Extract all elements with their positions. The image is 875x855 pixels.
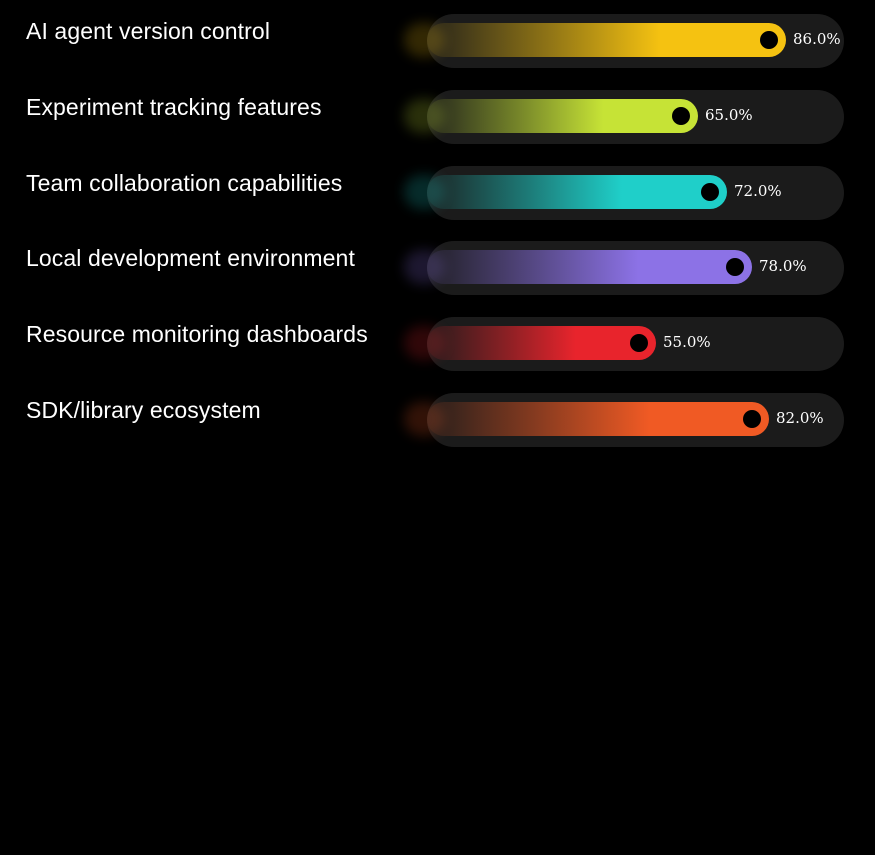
category-label: Experiment tracking features [26,94,322,120]
bar [427,99,698,133]
value-label-clip: 82.0% [0,393,843,855]
bar [427,326,656,360]
category-label: Resource monitoring dashboards [26,321,368,347]
bar [427,175,727,209]
category-label: SDK/library ecosystem [26,397,261,423]
category-label: Local development environment [26,245,355,271]
bar [427,250,752,284]
bar-end-dot [760,31,778,49]
bar-end-dot [630,334,648,352]
bar-end-dot [672,107,690,125]
bar [427,402,769,436]
value-label-clip: 55.0% [0,317,843,779]
value-label-clip: 78.0% [0,241,843,703]
bar [427,23,786,57]
category-label: Team collaboration capabilities [26,170,343,196]
bar-end-dot [726,258,744,276]
bar-end-dot [701,183,719,201]
bar-end-dot [743,410,761,428]
category-label: AI agent version control [26,18,271,44]
